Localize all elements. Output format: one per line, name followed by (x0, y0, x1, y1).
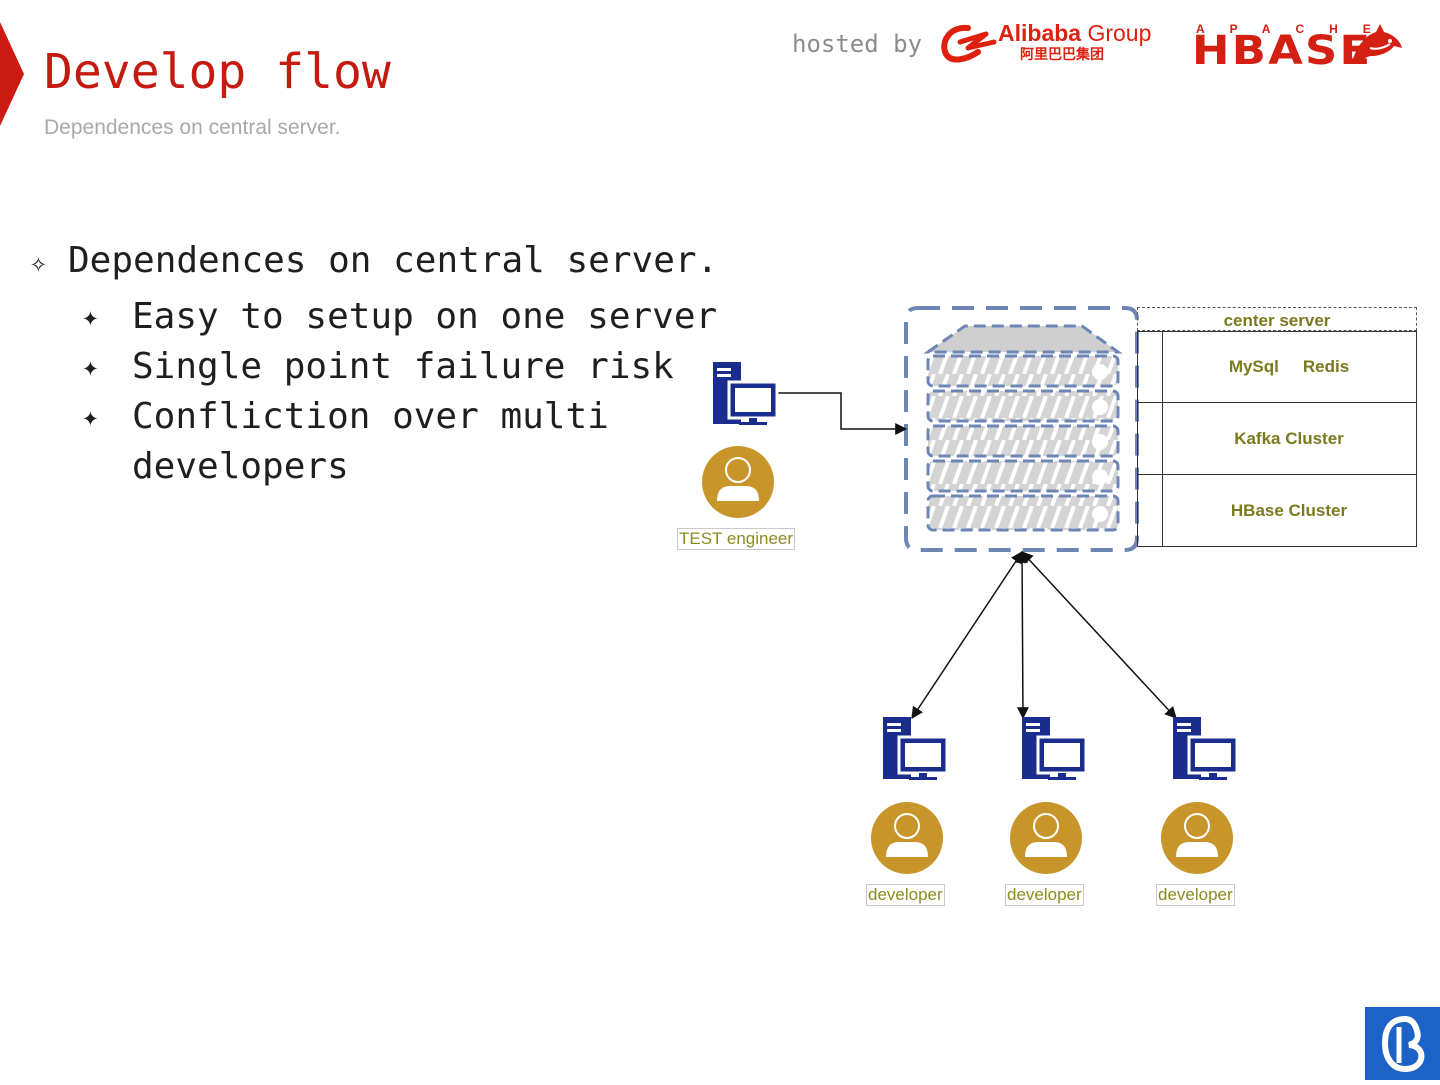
bullet-main-text: Dependences on central server. (68, 240, 719, 281)
workstation-icon (883, 717, 949, 780)
server-rack-icon (923, 324, 1123, 532)
alibaba-group: Group (1081, 20, 1152, 46)
user-avatar-icon (1010, 802, 1082, 874)
bullet-sub-text: Confliction over multi developers (132, 396, 609, 487)
workstation-icon (1173, 717, 1239, 780)
developer-connector-1 (911, 550, 1023, 720)
title-accent-chevron (0, 22, 24, 126)
bullet-sub-item: ✦ Confliction over multi developers (82, 392, 642, 492)
alibaba-chinese-name: 阿里巴巴集团 (1020, 46, 1104, 62)
developer-label: developer (1005, 884, 1084, 906)
test-engineer-label: TEST engineer (677, 528, 796, 550)
server-component-row: MySql Redis (1137, 331, 1417, 403)
diamond-star-icon: ✧ (30, 246, 47, 279)
hosted-by-label: hosted by (792, 30, 923, 58)
component-kafka: Kafka Cluster (1234, 428, 1344, 448)
server-header: center server (1137, 307, 1417, 331)
developer-connector-3 (1021, 551, 1177, 719)
user-avatar-icon (871, 802, 943, 874)
corner-logo-icon (1365, 1007, 1440, 1080)
component-redis: Redis (1302, 357, 1350, 376)
server-component-row: Kafka Cluster (1137, 403, 1417, 475)
apache-wordmark: APACHE (1196, 22, 1396, 36)
workstation-icon (713, 362, 779, 425)
component-hbase: HBase Cluster (1230, 500, 1348, 520)
workstation-icon (1022, 717, 1088, 780)
slide-title: Develop flow (44, 44, 391, 100)
hbase-wordmark: HBASE (1192, 28, 1373, 74)
test-to-server-connector (776, 392, 908, 435)
four-point-star-icon: ✦ (82, 400, 99, 433)
alibaba-name: Alibaba (998, 20, 1082, 46)
server-boundary (904, 306, 1139, 552)
slide-subtitle: Dependences on central server. (44, 116, 341, 139)
user-avatar-icon (702, 446, 774, 518)
four-point-star-icon: ✦ (82, 300, 99, 333)
bullet-main: ✧ Dependences on central server. (30, 240, 718, 281)
alibaba-wordmark: Alibaba Group (998, 20, 1151, 47)
orca-icon (1352, 24, 1402, 64)
developer-label: developer (866, 884, 945, 906)
bullet-sub-text: Single point failure risk (132, 346, 674, 387)
bullet-sub-item: ✦ Single point failure risk (82, 342, 742, 392)
bullet-sub-item: ✦ Easy to setup on one server (82, 292, 742, 342)
user-avatar-icon (1161, 802, 1233, 874)
developer-connector-2 (1016, 550, 1029, 720)
server-component-row: HBase Cluster (1137, 475, 1417, 547)
alibaba-logo-icon (941, 24, 997, 63)
component-mysql: MySql (1228, 357, 1279, 376)
four-point-star-icon: ✦ (82, 350, 99, 383)
server-components-table: center server MySql Redis Kafka Cluster H… (1137, 307, 1417, 547)
bullet-sub-text: Easy to setup on one server (132, 296, 718, 337)
developer-label: developer (1156, 884, 1235, 906)
